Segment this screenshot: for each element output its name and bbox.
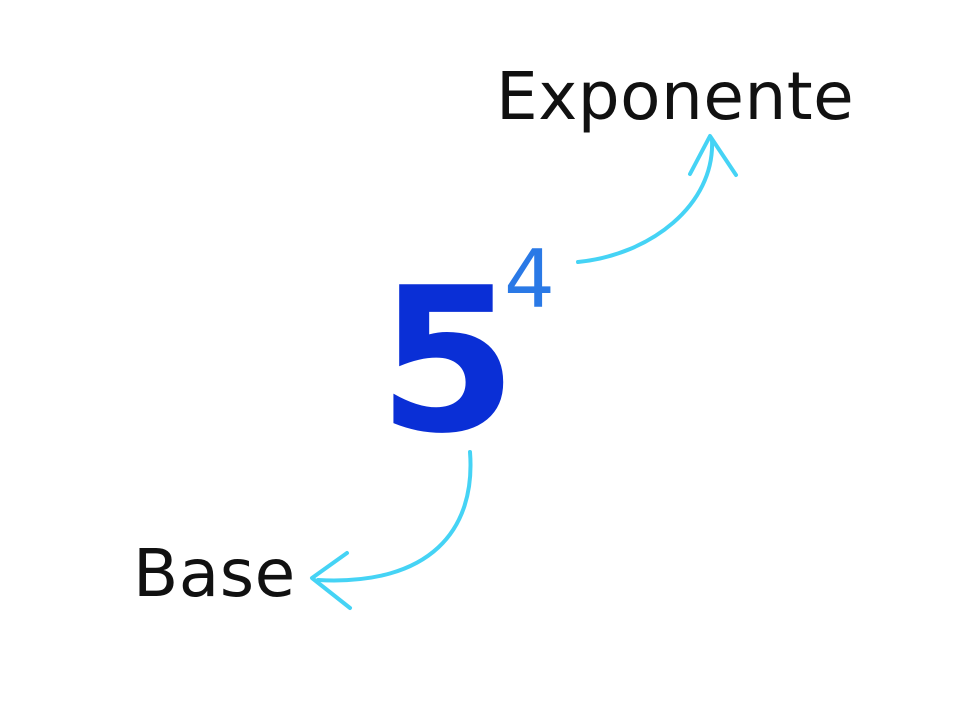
exponent-value: 4: [504, 233, 555, 326]
exponent-label: Exponente: [496, 58, 855, 135]
exponent-arrow-head: [688, 134, 738, 177]
base-label: Base: [133, 535, 296, 612]
exponent-arrow: [576, 134, 738, 264]
exponent-arrow-curve: [576, 138, 715, 264]
base-value: 5: [378, 245, 518, 478]
base-arrow: [310, 450, 473, 610]
base-arrow-head: [310, 551, 352, 610]
base-arrow-curve: [316, 450, 473, 583]
